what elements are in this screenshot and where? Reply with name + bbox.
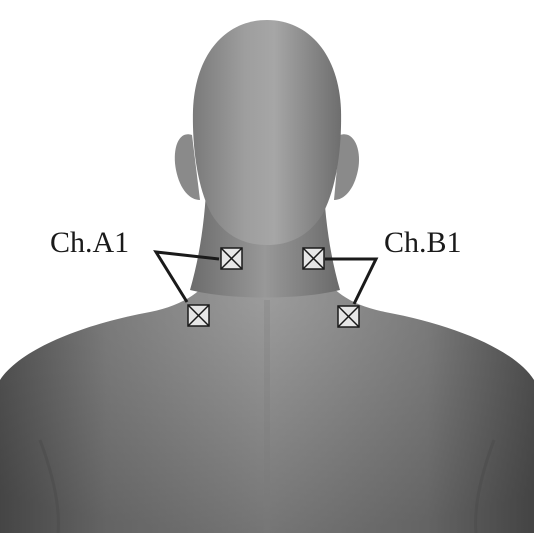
channel-a1-lower-electrode-icon bbox=[188, 305, 209, 326]
channel-b1-lower-electrode-icon bbox=[338, 306, 359, 327]
channel-a1-upper-electrode-icon bbox=[221, 248, 242, 269]
channel-b1-label: Ch.B1 bbox=[384, 226, 462, 259]
torso-silhouette bbox=[0, 270, 534, 533]
channel-b1-upper-electrode-icon bbox=[303, 248, 324, 269]
channel-a1-label: Ch.A1 bbox=[50, 226, 129, 259]
head-silhouette bbox=[193, 20, 341, 245]
